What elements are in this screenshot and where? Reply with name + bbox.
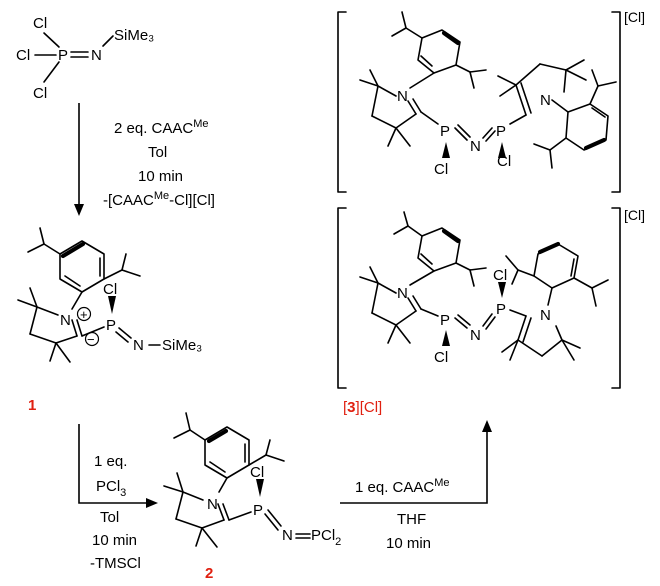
step2-line2: PCl3: [96, 478, 126, 499]
step2-line3: Tol: [100, 509, 119, 526]
bottom-p-left: P: [440, 312, 450, 329]
bottom-n-mid: N: [470, 327, 481, 344]
bottom-cl-right: Cl: [493, 267, 507, 284]
step2-line1: 1 eq.: [94, 453, 127, 470]
arrow-step-1: [74, 103, 84, 216]
top-n-right: N: [540, 92, 551, 109]
step1-line3: 10 min: [138, 168, 183, 185]
compound-3-bottom-isomer: [359, 211, 609, 361]
compound-1-sime3: SiMe₃: [162, 337, 202, 354]
bottom-cl-left: Cl: [434, 349, 448, 366]
compound-1-plus: +: [80, 307, 88, 322]
step3-line1: 1 eq. CAACMe: [355, 477, 450, 496]
compound-3-brackets: [337, 11, 621, 389]
compound-2-n: N: [207, 496, 218, 513]
reagent-cl-top: Cl: [33, 15, 47, 32]
top-p-right: P: [496, 123, 506, 140]
step2-conditions: 1 eq. PCl3 Tol 10 min -TMSCl: [90, 453, 141, 572]
step1-line2: Tol: [148, 144, 167, 161]
reagent-sime3: SiMe₃: [114, 27, 154, 44]
compound-3-top-isomer: [359, 11, 617, 169]
step2-line4: 10 min: [92, 532, 137, 549]
compound-1-n: N: [60, 312, 71, 329]
reagent-cl3pnsime3: Cl Cl P N Cl SiMe₃: [16, 15, 154, 102]
counterion-top: [Cl]: [624, 9, 645, 25]
negative-charge-icon: [84, 331, 100, 347]
reagent-cl-left: Cl: [16, 47, 30, 64]
bottom-p-right: P: [496, 301, 506, 318]
compound-1-structure: [17, 227, 161, 363]
counterion-bottom: [Cl]: [624, 207, 645, 223]
compound-2-cl: Cl: [250, 464, 264, 481]
compound-2-atoms: N P Cl N PCl2: [207, 464, 341, 548]
step3-conditions: 1 eq. CAACMe THF 10 min: [355, 477, 450, 552]
step1-line4: -[CAACMe-Cl][Cl]: [103, 190, 215, 209]
compound-1-label: 1: [28, 397, 36, 414]
compound-3-top-atoms: N P N P N Cl Cl: [397, 88, 551, 178]
compound-3-label: [3][Cl]: [343, 399, 382, 416]
reagent-p: P: [58, 47, 68, 64]
arrow-step-3: [340, 420, 492, 504]
bottom-n-left: N: [397, 285, 408, 302]
compound-1-p: P: [106, 317, 116, 334]
reagent-n: N: [91, 47, 102, 64]
compound-2-n2: N: [282, 527, 293, 544]
compound-3-bottom-atoms: N P N P N Cl Cl: [397, 267, 551, 366]
top-n-left: N: [397, 88, 408, 105]
positive-charge-icon: [76, 306, 92, 322]
compound-1-minus: −: [87, 332, 95, 347]
top-n-mid: N: [470, 138, 481, 155]
step2-line5: -TMSCl: [90, 555, 141, 572]
step3-line2: THF: [397, 511, 426, 528]
step1-conditions: 2 eq. CAACMe Tol 10 min -[CAACMe-Cl][Cl]: [103, 118, 215, 209]
compound-1-cl: Cl: [103, 281, 117, 298]
compound-2-p: P: [253, 502, 263, 519]
compound-2-label: 2: [205, 565, 213, 582]
top-cl-left: Cl: [434, 161, 448, 178]
compound-2-pcl2: PCl2: [311, 527, 341, 548]
reagent-cl-bottom: Cl: [33, 85, 47, 102]
compound-1-n2: N: [133, 337, 144, 354]
bottom-n-right: N: [540, 307, 551, 324]
compound-1-atoms: N P Cl N SiMe₃ + −: [60, 281, 202, 354]
step3-line3: 10 min: [386, 535, 431, 552]
step1-line1: 2 eq. CAACMe: [114, 118, 209, 137]
top-p-left: P: [440, 123, 450, 140]
top-cl-right: Cl: [497, 153, 511, 170]
arrow-step-2: [78, 424, 158, 508]
compound-2-structure: [163, 412, 311, 548]
